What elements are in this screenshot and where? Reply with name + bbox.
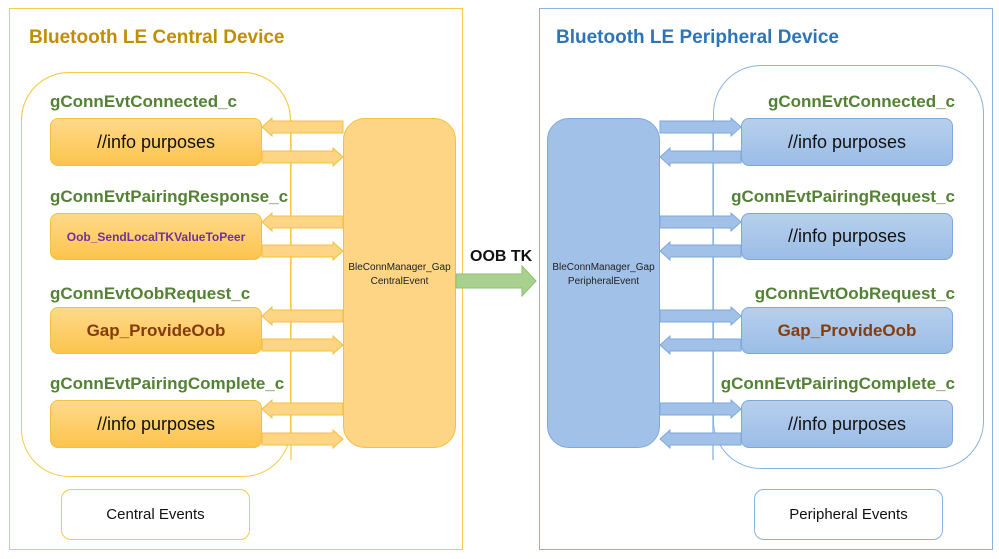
peripheral-device-title: Bluetooth LE Peripheral Device: [556, 27, 839, 48]
central-event-name: gConnEvtPairingComplete_c: [50, 374, 285, 393]
peripheral-arrow-to-handler: [659, 116, 742, 138]
peripheral-event-handler: //info purposes: [741, 118, 953, 166]
central-event-name: gConnEvtPairingResponse_c: [50, 187, 289, 206]
central-manager-label: BleConnManager_GapCentralEvent: [348, 262, 451, 287]
central-device-title: Bluetooth LE Central Device: [29, 27, 285, 48]
peripheral-arrow-to-manager: [659, 334, 742, 356]
peripheral-events-legend: Peripheral Events: [754, 489, 943, 540]
central-event-name: gConnEvtOobRequest_c: [50, 284, 251, 303]
oob-tk-label: OOB TK: [470, 248, 533, 265]
peripheral-arrow-to-handler: [659, 398, 742, 420]
peripheral-event-name: gConnEvtPairingComplete_c: [720, 374, 955, 393]
peripheral-connection-manager: BleConnManager_GapPeripheralEvent: [547, 118, 660, 448]
peripheral-device-frame: [539, 8, 993, 550]
central-arrow-to-handler: [261, 116, 344, 138]
peripheral-arrow-to-manager: [659, 428, 742, 450]
central-event-handler: Oob_SendLocalTKValueToPeer: [50, 213, 262, 260]
peripheral-event-handler: Gap_ProvideOob: [741, 307, 953, 354]
central-event-name: gConnEvtConnected_c: [50, 92, 238, 111]
central-arrow-to-manager: [261, 428, 344, 450]
peripheral-arrow-to-manager: [659, 240, 742, 262]
central-event-handler: //info purposes: [50, 400, 262, 448]
central-arrow-to-manager: [261, 146, 344, 168]
peripheral-arrow-to-handler: [659, 211, 742, 233]
central-arrow-to-handler: [261, 211, 344, 233]
peripheral-arrow-to-handler: [659, 305, 742, 327]
central-arrow-to-manager: [261, 240, 344, 262]
peripheral-manager-label: BleConnManager_GapPeripheralEvent: [552, 262, 655, 287]
central-events-legend: Central Events: [61, 489, 250, 540]
oob-tk-arrow: [455, 264, 537, 298]
central-arrow-to-manager: [261, 334, 344, 356]
peripheral-event-name: gConnEvtPairingRequest_c: [731, 187, 955, 206]
peripheral-event-handler: //info purposes: [741, 213, 953, 260]
central-event-handler: Gap_ProvideOob: [50, 307, 262, 354]
peripheral-event-name: gConnEvtOobRequest_c: [754, 284, 955, 303]
central-event-handler: //info purposes: [50, 118, 262, 166]
peripheral-event-handler: //info purposes: [741, 400, 953, 448]
central-arrow-to-handler: [261, 398, 344, 420]
central-arrow-to-handler: [261, 305, 344, 327]
peripheral-event-name: gConnEvtConnected_c: [767, 92, 955, 111]
central-connection-manager: BleConnManager_GapCentralEvent: [343, 118, 456, 448]
peripheral-arrow-to-manager: [659, 146, 742, 168]
